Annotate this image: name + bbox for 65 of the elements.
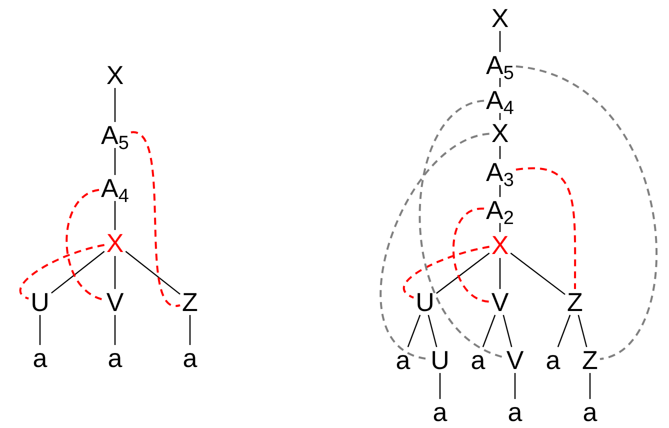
tree-node-label: A$_{5}$ bbox=[486, 52, 514, 78]
tree-node-label: V bbox=[506, 347, 524, 373]
tree-node-label: X bbox=[106, 230, 124, 256]
dependency-curve bbox=[452, 208, 490, 303]
branch-line bbox=[51, 250, 105, 294]
branch-line bbox=[499, 78, 501, 87]
branch-line bbox=[189, 315, 191, 345]
dependency-curve bbox=[418, 100, 505, 358]
branch-line bbox=[499, 258, 501, 289]
dependency-curve bbox=[130, 131, 180, 306]
tree-node-label: a bbox=[508, 399, 522, 425]
tree-node-label: X bbox=[491, 120, 509, 146]
branch-line bbox=[125, 250, 180, 295]
branch-line bbox=[439, 373, 441, 399]
tree-node-label: a bbox=[182, 345, 198, 371]
tree-node-label: A$_{5}$ bbox=[101, 122, 129, 148]
tree-node-label: a bbox=[396, 347, 410, 373]
tree-node-label: Z bbox=[182, 289, 198, 315]
tree-node-label: A$_{2}$ bbox=[486, 197, 514, 223]
branch-line bbox=[499, 113, 501, 120]
tree-node-label: a bbox=[108, 345, 122, 371]
tree-node-label: a bbox=[582, 399, 598, 425]
tree-node-label: a bbox=[432, 399, 448, 425]
branch-line bbox=[407, 314, 421, 348]
branch-line bbox=[499, 146, 501, 159]
dependency-curve bbox=[516, 65, 658, 360]
tree-node-label: U bbox=[30, 289, 50, 315]
branch-line bbox=[39, 315, 41, 345]
branch-line bbox=[499, 185, 501, 197]
branch-line bbox=[114, 148, 116, 175]
tree-node-label: V bbox=[106, 289, 124, 315]
tree-node-label: U bbox=[430, 347, 450, 373]
branch-line bbox=[499, 223, 501, 232]
branch-line bbox=[114, 315, 116, 345]
branch-line bbox=[114, 88, 116, 122]
tree-node-label: Z bbox=[582, 347, 598, 373]
branch-line bbox=[510, 252, 566, 295]
tree-node-label: A$_{4}$ bbox=[101, 175, 129, 201]
branch-line bbox=[114, 256, 116, 289]
tree-node-label: V bbox=[491, 289, 509, 315]
branch-line bbox=[114, 201, 116, 230]
tree-node-label: X bbox=[106, 62, 124, 88]
tree-node-label: A$_{3}$ bbox=[486, 159, 514, 185]
tree-node-label: X bbox=[491, 5, 509, 31]
branch-line bbox=[502, 314, 512, 348]
dependency-curve bbox=[20, 244, 105, 300]
branch-line bbox=[482, 314, 496, 348]
dependency-curve bbox=[516, 167, 576, 289]
tree-node-label: X bbox=[491, 232, 509, 258]
dependency-curve bbox=[403, 246, 490, 299]
tree-node-label: Z bbox=[567, 289, 583, 315]
tree-node-label: U bbox=[416, 289, 434, 315]
dependency-curve bbox=[66, 188, 105, 301]
tree-node-label: a bbox=[546, 347, 560, 373]
branch-line bbox=[557, 314, 571, 348]
branch-line bbox=[436, 252, 490, 294]
dependency-curve bbox=[380, 132, 490, 360]
tree-node-label: a bbox=[32, 345, 48, 371]
tree-node-label: a bbox=[470, 347, 486, 373]
branch-line bbox=[428, 314, 438, 348]
branch-line bbox=[589, 373, 591, 399]
branch-line bbox=[499, 31, 501, 52]
branch-line bbox=[514, 373, 516, 399]
tree-node-label: A$_{4}$ bbox=[486, 87, 514, 113]
branch-line bbox=[578, 314, 588, 348]
